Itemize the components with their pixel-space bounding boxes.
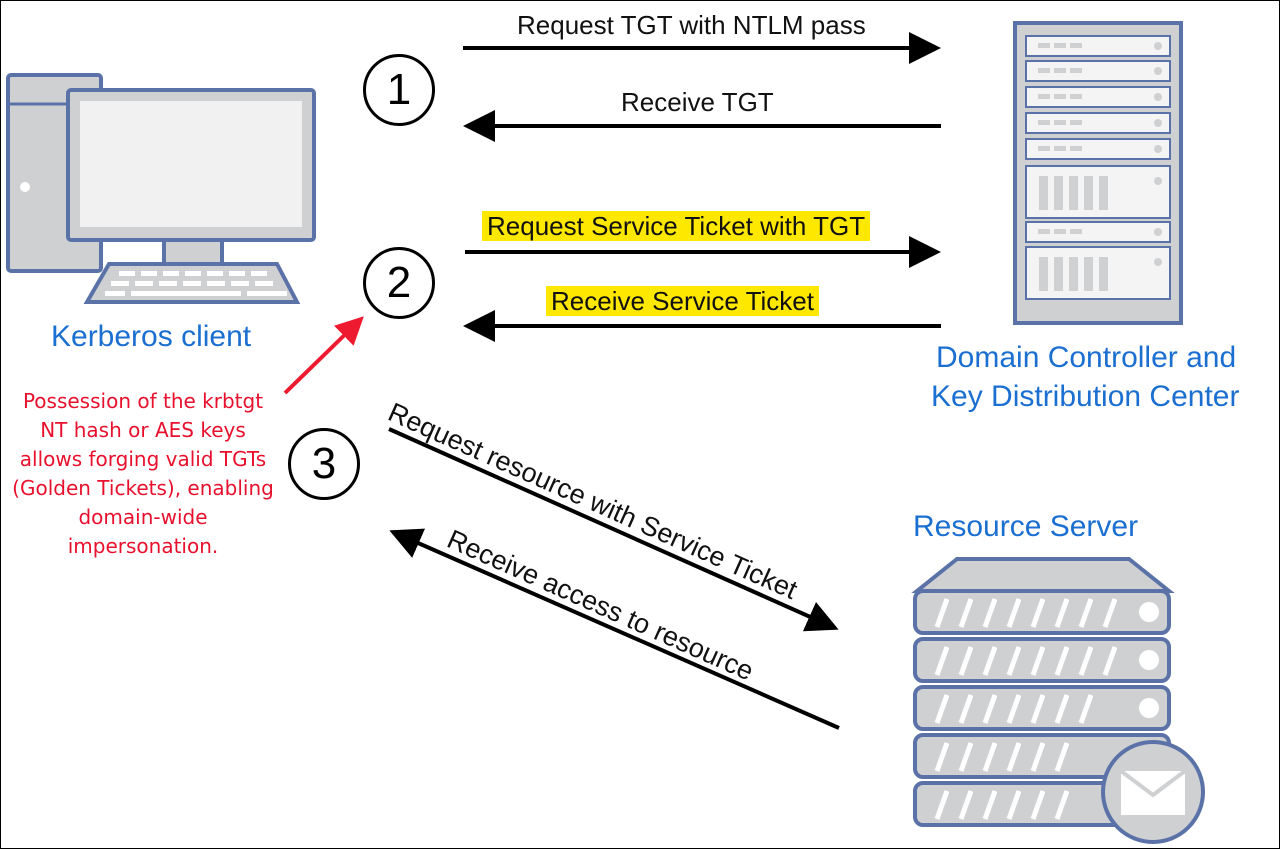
arrow-receive-access [389,528,840,730]
label-dc-line2: Key Distribution Center [931,380,1240,413]
label-request-tgt: Request TGT with NTLM pass [517,10,866,40]
label-resource-server: Resource Server [913,510,1139,543]
label-dc-line1: Domain Controller and [936,341,1237,374]
label-kerberos-client: Kerberos client [51,320,252,353]
desktop-computer-icon [6,73,316,304]
annotation-pointer-arrow [283,316,364,395]
step-3-circle: 3 [288,428,360,500]
label-request-service-ticket: Request Service Ticket with TGT [482,211,871,241]
golden-ticket-annotation: Possession of the krbtgt NT hash or AES … [12,389,274,558]
label-receive-tgt: Receive TGT [621,87,774,117]
step-2-circle: 2 [363,247,435,319]
arrow-request-resource [388,427,839,632]
email-envelope-icon [1101,740,1205,844]
label-receive-service-ticket: Receive Service Ticket [546,286,819,316]
server-rack-icon [1013,21,1183,325]
step-1-circle: 1 [363,54,435,126]
